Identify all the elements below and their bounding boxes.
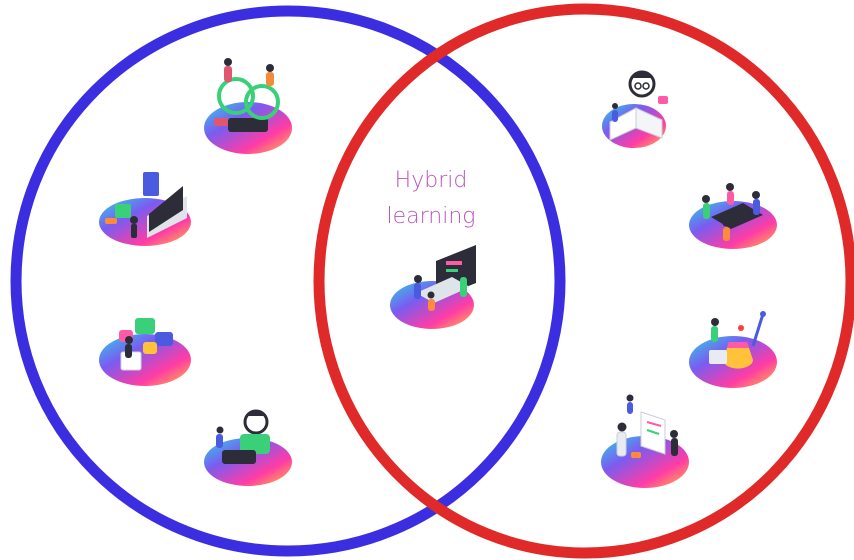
classroom-screen-icon: [390, 245, 476, 329]
left-circle: [10, 5, 566, 557]
right-circle: [313, 3, 854, 559]
overlap-label-line-2: learning: [386, 204, 476, 229]
laptop-coding-icon: [99, 172, 191, 246]
student-tablet-icon: [204, 409, 292, 486]
science-experiment-icon: [689, 311, 777, 388]
group-discussion-icon: [689, 183, 777, 249]
social-media-content-icon: [99, 318, 191, 386]
online-video-chat-icon: [204, 58, 292, 154]
reading-book-icon: [602, 70, 668, 148]
presentation-board-icon: [601, 394, 689, 488]
overlap-label-line-1: Hybrid: [394, 168, 468, 193]
